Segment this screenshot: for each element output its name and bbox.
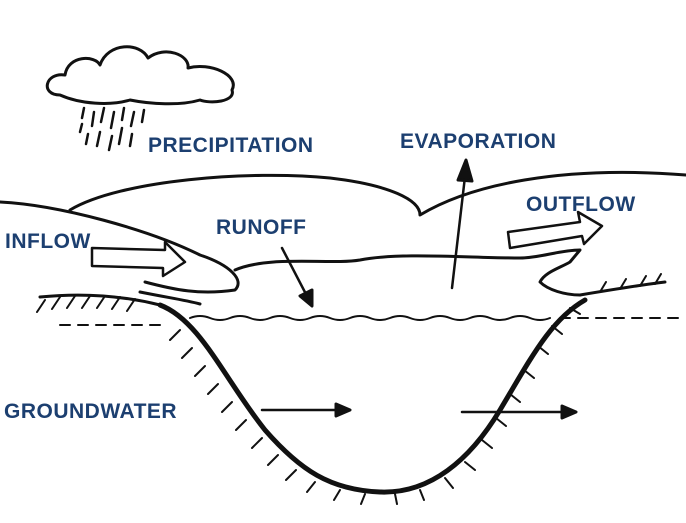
cloud-icon: [46, 45, 235, 106]
ground-hatching: [36, 273, 662, 505]
outflow-arrow-icon: [506, 210, 604, 250]
evaporation-arrow-icon: [450, 166, 468, 290]
hill-middle: [233, 248, 582, 297]
label-runoff: RUNOFF: [216, 216, 307, 239]
inflow-arrow-icon: [90, 240, 187, 278]
hill-far: [68, 170, 686, 217]
label-inflow: INFLOW: [5, 230, 91, 253]
label-evaporation: EVAPORATION: [400, 130, 557, 153]
lake-surface: [189, 315, 551, 321]
rain-icon: [78, 106, 146, 152]
basin: [157, 297, 588, 495]
water-table: [59, 317, 681, 326]
label-groundwater: GROUNDWATER: [4, 400, 178, 423]
ground-left: [38, 293, 162, 307]
hill-left: [0, 200, 240, 294]
label-outflow: OUTFLOW: [526, 193, 636, 216]
label-precipitation: PRECIPITATION: [148, 134, 314, 157]
runoff-arrow-icon: [280, 246, 310, 300]
